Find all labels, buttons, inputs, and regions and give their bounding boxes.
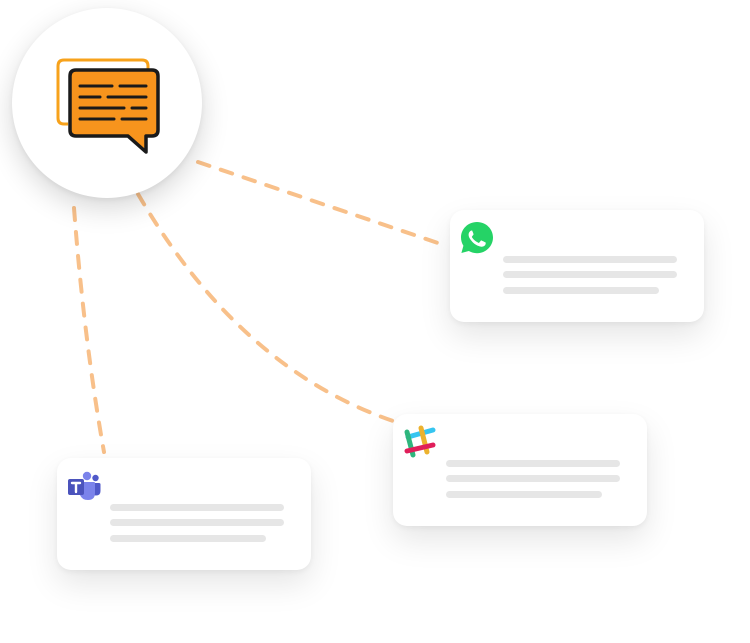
teams-icon <box>68 471 101 500</box>
connector-whatsapp <box>196 160 440 245</box>
placeholder-line <box>446 460 620 467</box>
connector-teams <box>72 206 106 454</box>
placeholder-line <box>446 491 602 498</box>
chat-bubbles-icon <box>56 58 160 154</box>
placeholder-line <box>503 287 659 294</box>
whatsapp-icon <box>461 222 493 254</box>
placeholder-line <box>503 256 677 263</box>
placeholder-line <box>503 271 677 278</box>
chat-hub <box>12 8 202 198</box>
placeholder-line <box>110 504 284 511</box>
placeholder-line <box>110 535 266 542</box>
connector-slack <box>136 192 398 424</box>
placeholder-line <box>446 475 620 482</box>
whatsapp-card <box>450 210 704 322</box>
placeholder-line <box>110 519 284 526</box>
slack-card <box>393 414 647 526</box>
teams-card <box>57 458 311 570</box>
slack-icon <box>404 425 436 458</box>
